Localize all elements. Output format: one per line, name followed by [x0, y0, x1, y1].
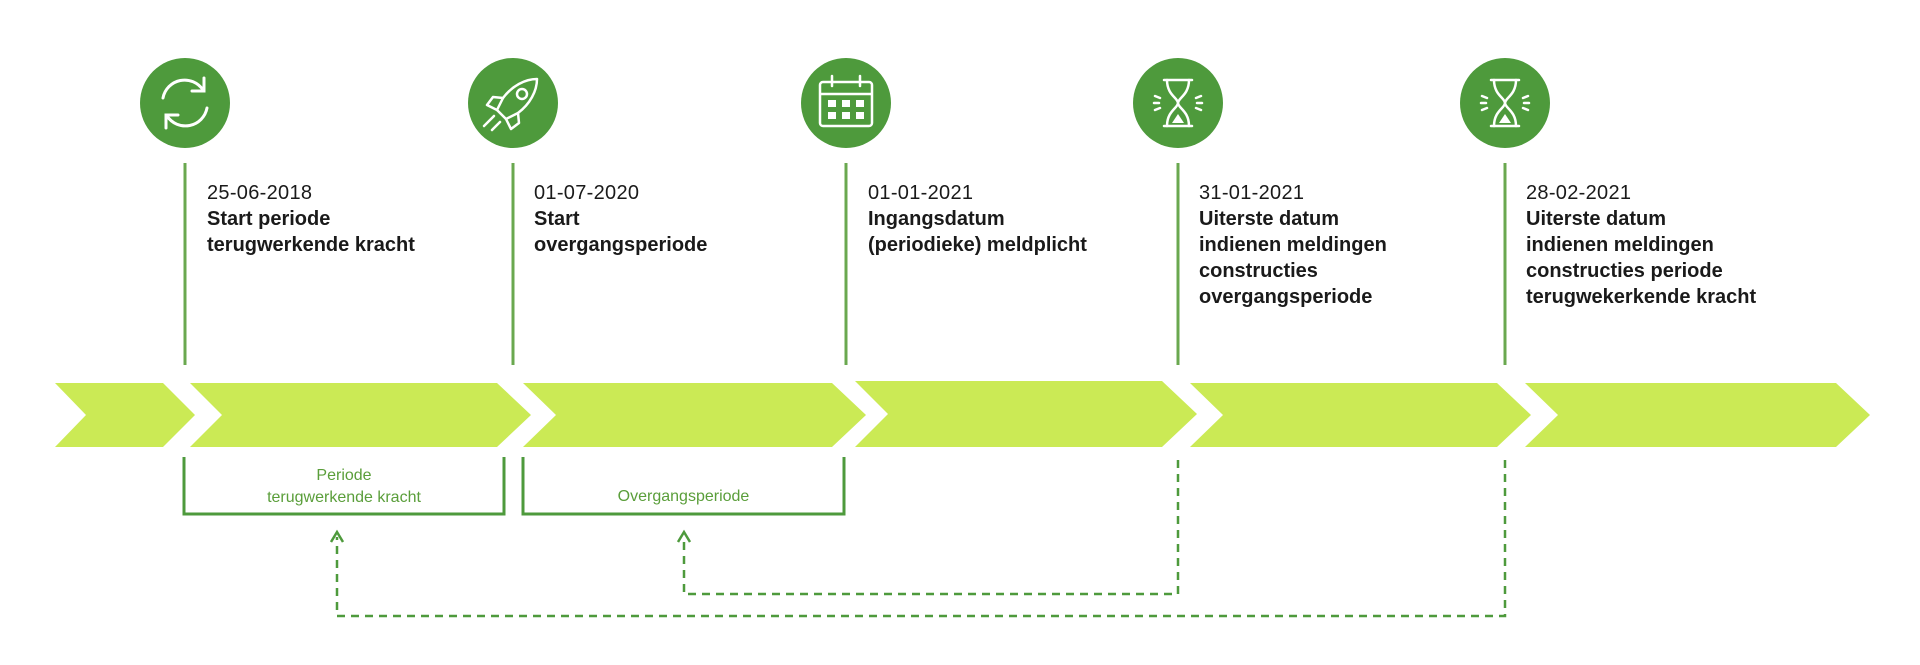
- arrow-segment-2: [190, 383, 531, 447]
- milestone-title: Ingangsdatum (periodieke) meldplicht: [868, 208, 1087, 256]
- dashed-link-overgangsperiode: [682, 460, 1180, 596]
- icon-circle-5: [1460, 58, 1550, 148]
- milestone-title: Uiterste datum indienen meldingen constr…: [1199, 208, 1387, 308]
- arrow-band: [55, 381, 1870, 447]
- milestone-2: 01-07-2020 Start overgangsperiode: [534, 180, 834, 258]
- dashed-link-terugwerkende-kracht: [335, 460, 1507, 618]
- arrow-segment-1: [55, 383, 195, 447]
- period-label-overgangsperiode: Overgangsperiode: [617, 488, 750, 505]
- milestone-1: 25-06-2018 Start periode terugwerkende k…: [207, 180, 507, 258]
- arrow-segment-6: [1525, 383, 1870, 447]
- milestone-5: 28-02-2021 Uiterste datum indienen meldi…: [1526, 180, 1826, 310]
- refresh-icon: [161, 76, 209, 130]
- icon-circle-2: [468, 58, 558, 148]
- connector-lines: [183, 163, 1507, 365]
- milestone-title: Start periode terugwerkende kracht: [207, 208, 415, 256]
- dashed-links: [335, 460, 1507, 618]
- hourglass-icon: [1152, 78, 1204, 128]
- milestone-4: 31-01-2021 Uiterste datum indienen meldi…: [1199, 180, 1499, 310]
- period-brackets: [182, 457, 846, 516]
- milestone-date: 01-01-2021: [868, 182, 974, 204]
- icon-circle-4: [1133, 58, 1223, 148]
- period-bracket-1: [182, 457, 506, 516]
- arrow-segment-4: [855, 381, 1197, 447]
- dashed-arrowheads: [329, 529, 692, 543]
- milestone-date: 31-01-2021: [1199, 182, 1305, 204]
- icon-circle-1: [140, 58, 230, 148]
- arrow-segment-5: [1190, 383, 1531, 447]
- arrow-segment-3: [523, 383, 866, 447]
- arrowhead-terugwerkende-kracht: [329, 529, 345, 543]
- milestone-date: 25-06-2018: [207, 182, 313, 204]
- period-bracket-2: [521, 457, 846, 516]
- milestone-title: Uiterste datum indienen meldingen constr…: [1526, 208, 1757, 308]
- calendar-icon: [818, 74, 874, 128]
- period-label-terugwerkende-kracht: Periode terugwerkende kracht: [267, 467, 421, 506]
- icon-circle-3: [801, 58, 891, 148]
- milestone-date: 28-02-2021: [1526, 182, 1632, 204]
- milestone-date: 01-07-2020: [534, 182, 640, 204]
- milestone-3: 01-01-2021 Ingangsdatum (periodieke) mel…: [868, 180, 1168, 258]
- rocket-icon: [482, 77, 539, 132]
- hourglass-icon: [1479, 78, 1531, 128]
- arrowhead-overgangsperiode: [676, 529, 692, 543]
- milestone-title: Start overgangsperiode: [534, 208, 708, 256]
